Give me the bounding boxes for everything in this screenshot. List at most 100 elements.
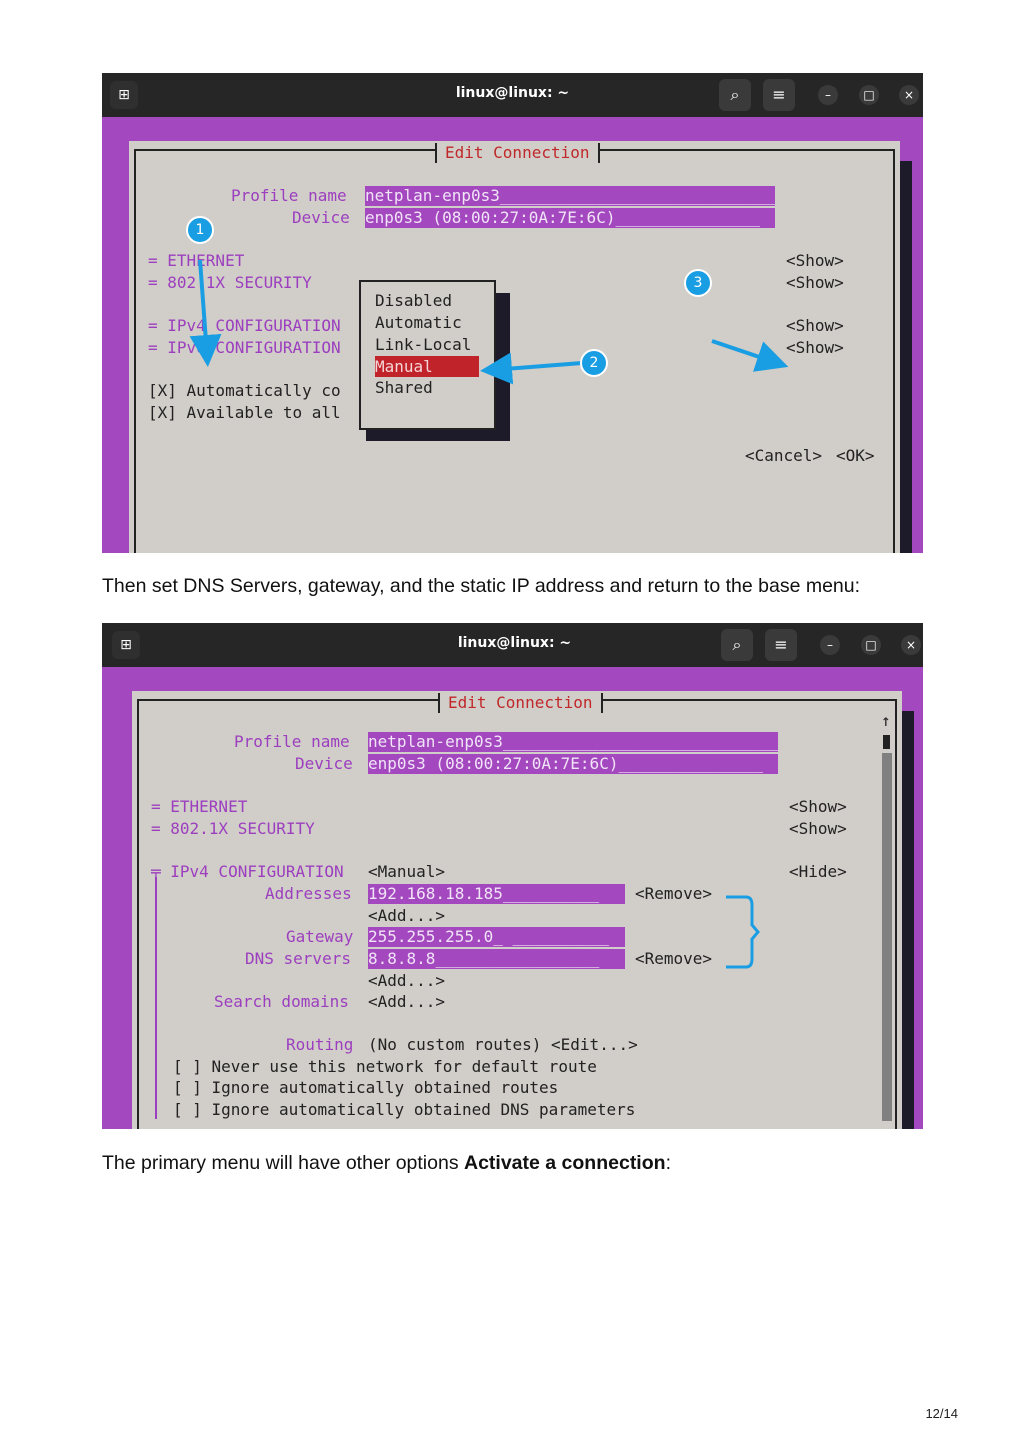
never-default-checkbox[interactable]: [ ] Never use this network for default r…	[173, 1057, 597, 1076]
dns-fill: _________________	[435, 949, 600, 968]
scroll-up-arrow[interactable]: ↑	[881, 711, 891, 730]
address-value: 192.168.18.185	[368, 884, 503, 903]
device-input[interactable]: enp0s3 (08:00:27:0A:7E:6C)______________…	[368, 754, 778, 774]
menu-option-manual[interactable]: Manual	[375, 357, 433, 376]
annotation-badge-3: 3	[684, 269, 712, 297]
dns-input[interactable]: 8.8.8.8_________________	[368, 949, 625, 969]
window-title: linux@linux: ~	[455, 85, 570, 101]
device-label: Device	[292, 208, 350, 227]
menu-option-shared[interactable]: Shared	[375, 378, 433, 397]
dialog-title: Edit Connection	[438, 693, 603, 713]
hamburger-menu-icon[interactable]: ≡	[765, 629, 797, 661]
menu-option-link-local[interactable]: Link-Local	[375, 335, 472, 354]
ignore-routes-checkbox[interactable]: [ ] Ignore automatically obtained routes	[173, 1078, 559, 1097]
page-number: 12/14	[925, 1406, 958, 1421]
caption-suffix: :	[665, 1152, 671, 1174]
ipv4-section-bar	[155, 877, 157, 1119]
security-section[interactable]: = 802.1X SECURITY	[151, 819, 315, 838]
caption-dns-settings: Then set DNS Servers, gateway, and the s…	[102, 575, 861, 597]
addresses-label: Addresses	[265, 884, 352, 903]
ethernet-show-button[interactable]: <Show>	[789, 797, 847, 816]
address-input[interactable]: 192.168.18.185__________	[368, 884, 625, 904]
close-icon[interactable]: ×	[899, 85, 919, 105]
profile-name-input[interactable]: netplan-enp0s3__________________________…	[365, 186, 775, 206]
ipv6-show-button[interactable]: <Show>	[786, 338, 844, 357]
gateway-fill: _ __________	[493, 927, 609, 946]
auto-connect-checkbox[interactable]: [X] Automatically co	[148, 381, 341, 400]
ok-button[interactable]: <OK>	[836, 446, 875, 465]
routing-label: Routing	[286, 1035, 354, 1054]
address-add-button[interactable]: <Add...>	[368, 906, 446, 925]
menu-highlight	[375, 356, 479, 377]
arrow-3	[711, 339, 789, 372]
ethernet-show-button[interactable]: <Show>	[786, 251, 844, 270]
device-input[interactable]: enp0s3 (08:00:27:0A:7E:6C)______________…	[365, 208, 775, 228]
search-domains-label: Search domains	[214, 992, 349, 1011]
terminal-area: Edit Connection ↑ Profile name netplan-e…	[102, 667, 923, 1129]
hamburger-menu-icon[interactable]: ≡	[763, 79, 795, 111]
profile-name-label: Profile name	[234, 732, 350, 751]
caption-primary-menu: The primary menu will have other options…	[102, 1152, 671, 1175]
minimize-icon[interactable]: –	[820, 635, 840, 655]
address-fill: __________	[502, 884, 600, 903]
arrow-1	[189, 259, 222, 367]
maximize-icon[interactable]: □	[861, 635, 881, 655]
minimize-icon[interactable]: –	[818, 85, 838, 105]
dns-add-button[interactable]: <Add...>	[368, 971, 446, 990]
security-show-button[interactable]: <Show>	[789, 819, 847, 838]
profile-name-value: netplan-enp0s3	[365, 186, 500, 205]
menu-option-automatic[interactable]: Automatic	[375, 313, 462, 332]
dialog-title: Edit Connection	[435, 143, 600, 163]
edit-connection-dialog: Edit Connection ↑ Profile name netplan-e…	[132, 691, 902, 1129]
ethernet-section[interactable]: = ETHERNET	[148, 251, 245, 270]
dialog-shadow	[902, 711, 914, 1129]
cancel-button[interactable]: <Cancel>	[745, 446, 823, 465]
ethernet-section[interactable]: = ETHERNET	[151, 797, 248, 816]
profile-name-value: netplan-enp0s3	[368, 732, 503, 751]
window-title: linux@linux: ~	[457, 635, 572, 651]
scrollbar-track[interactable]	[882, 753, 892, 1121]
caption-prefix: The primary menu will have other options	[102, 1152, 464, 1174]
annotation-badge-2: 2	[580, 349, 608, 377]
terminal-titlebar: ⊞ linux@linux: ~ ⌕ ≡ – □ ×	[102, 623, 923, 667]
profile-name-fill: _____________________________	[502, 732, 778, 751]
security-show-button[interactable]: <Show>	[786, 273, 844, 292]
bracket-icon	[726, 895, 760, 969]
dns-servers-label: DNS servers	[245, 949, 351, 968]
menu-option-disabled[interactable]: Disabled	[375, 291, 453, 310]
screenshot-edit-connection-menu: ⊞ linux@linux: ~ ⌕ ≡ – □ × Edit Connecti…	[102, 73, 923, 553]
scrollbar-thumb[interactable]	[883, 735, 890, 749]
device-value: enp0s3 (08:00:27:0A:7E:6C)	[365, 208, 616, 227]
gateway-value: 255.255.255.0	[368, 927, 494, 946]
gateway-label: Gateway	[286, 927, 354, 946]
ipv4-mode-button[interactable]: <Manual>	[368, 862, 446, 881]
available-all-checkbox[interactable]: [X] Available to all	[148, 403, 341, 422]
ipv4-section[interactable]: ╤ IPv4 CONFIGURATION	[151, 862, 344, 881]
security-section[interactable]: = 802.1X SECURITY	[148, 273, 312, 292]
terminal-area: Edit Connection Profile name netplan-enp…	[102, 117, 923, 553]
profile-name-input[interactable]: netplan-enp0s3__________________________…	[368, 732, 778, 752]
caption-bold: Activate a connection	[464, 1152, 666, 1174]
ipv4-hide-button[interactable]: <Hide>	[789, 862, 847, 881]
device-value: enp0s3 (08:00:27:0A:7E:6C)	[368, 754, 619, 773]
close-icon[interactable]: ×	[901, 635, 921, 655]
search-icon[interactable]: ⌕	[719, 79, 751, 111]
routing-value[interactable]: (No custom routes) <Edit...>	[368, 1035, 638, 1054]
search-domains-add-button[interactable]: <Add...>	[368, 992, 446, 1011]
new-tab-icon[interactable]: ⊞	[112, 631, 140, 659]
address-remove-button[interactable]: <Remove>	[635, 884, 713, 903]
annotation-arrows	[189, 259, 789, 385]
profile-name-label: Profile name	[231, 186, 347, 205]
dialog-shadow	[900, 161, 912, 553]
maximize-icon[interactable]: □	[859, 85, 879, 105]
search-icon[interactable]: ⌕	[721, 629, 753, 661]
screenshot-ipv4-manual-config: ⊞ linux@linux: ~ ⌕ ≡ – □ × Edit Connecti…	[102, 623, 923, 1129]
ignore-dns-checkbox[interactable]: [ ] Ignore automatically obtained DNS pa…	[173, 1100, 636, 1119]
ipv4-section[interactable]: = IPv4 CONFIGURATION	[148, 316, 341, 335]
new-tab-icon[interactable]: ⊞	[110, 81, 138, 109]
ipv4-show-button[interactable]: <Show>	[786, 316, 844, 335]
annotation-bracket	[726, 895, 760, 969]
gateway-input[interactable]: 255.255.255.0_ __________	[368, 927, 625, 947]
dns-remove-button[interactable]: <Remove>	[635, 949, 713, 968]
annotation-badge-1: 1	[186, 216, 214, 244]
